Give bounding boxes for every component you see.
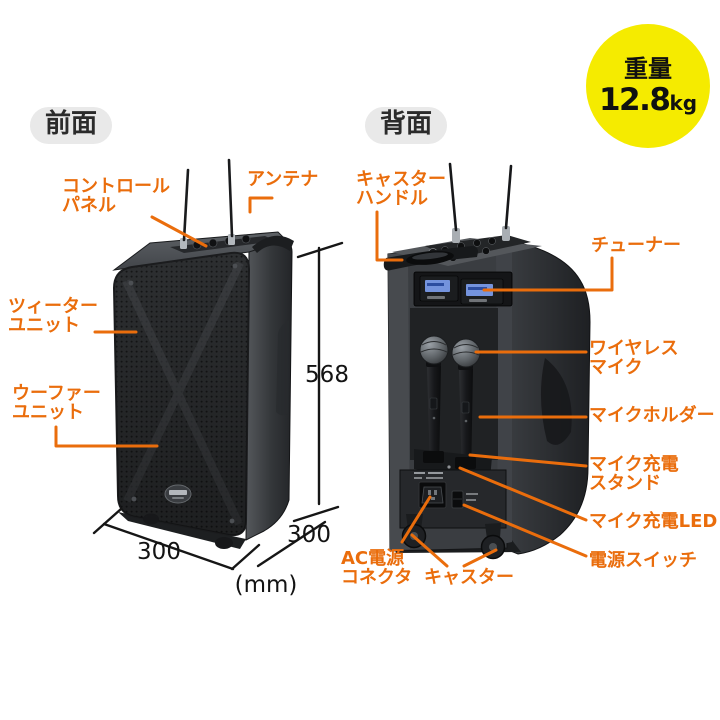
mic-charging-led xyxy=(447,465,451,469)
weight-row: 12.8 kg xyxy=(598,81,698,118)
tuner-displays xyxy=(413,271,513,307)
leader-woofer xyxy=(54,425,159,448)
dimension-lines xyxy=(92,241,344,571)
label-power-switch: 電源スイッチ xyxy=(589,550,697,571)
label-tuner: チューナー xyxy=(591,235,681,256)
label-mic-charging-led: マイク充電LED xyxy=(589,511,718,532)
label-ac-power-connector: AC電源 コネクタ xyxy=(341,548,413,589)
dim-tick xyxy=(230,543,261,571)
brand-logo xyxy=(164,484,192,504)
back-speaker-illustration xyxy=(383,162,591,560)
back-antennas xyxy=(448,162,513,243)
label-mic-holder: マイクホルダー xyxy=(589,405,715,426)
dimension-height: 568 xyxy=(305,362,349,388)
dim-tick xyxy=(292,505,340,523)
grille-screws xyxy=(128,263,238,524)
label-caster-handle: キャスター ハンドル xyxy=(356,169,446,210)
leader-ac-connector xyxy=(400,495,432,544)
front-feet xyxy=(143,513,233,549)
dim-tick xyxy=(92,507,123,535)
front-carry-handle xyxy=(252,235,294,253)
dim-tick xyxy=(296,241,344,259)
leader-tuner xyxy=(482,256,614,292)
label-antenna: アンテナ xyxy=(247,169,319,190)
leader-mic-charging-stand xyxy=(468,453,588,468)
label-mic-charging-stand: マイク充電 スタンド xyxy=(589,454,679,495)
front-speaker-illustration xyxy=(112,158,294,549)
label-woofer-unit: ウーファー ユニット xyxy=(12,383,101,424)
label-wireless-mic: ワイヤレス マイク xyxy=(589,338,679,379)
wireless-mics xyxy=(419,335,481,478)
front-antennas xyxy=(180,158,235,249)
dimension-unit: (mm) xyxy=(234,572,298,598)
label-caster: キャスター xyxy=(424,567,514,588)
label-tweeter-unit: ツィーター ユニット xyxy=(8,296,98,337)
caster-handle-bar xyxy=(383,246,478,271)
front-view-tag: 前面 xyxy=(30,107,113,144)
depth-dim-line xyxy=(256,520,327,568)
width-dim-line xyxy=(102,522,235,571)
ac-inlet xyxy=(418,481,447,509)
back-view-tag: 背面 xyxy=(365,107,448,144)
mic-recess xyxy=(410,308,498,460)
leader-caster-left xyxy=(410,533,449,568)
leader-mic-charging-led xyxy=(458,466,588,522)
label-control-panel: コントロール パネル xyxy=(62,176,170,217)
leader-control-panel xyxy=(150,215,208,248)
power-switch-control xyxy=(451,490,478,509)
weight-unit: kg xyxy=(669,90,698,115)
leader-caster-handle xyxy=(375,210,404,262)
leader-antenna xyxy=(248,196,274,214)
leader-caster-right xyxy=(462,548,498,568)
dimension-width: 300 xyxy=(137,539,181,565)
dimension-depth: 300 xyxy=(287,522,331,548)
weight-value: 12.8 xyxy=(598,81,671,118)
leader-lines xyxy=(54,196,614,568)
weight-title: 重量 xyxy=(624,55,672,84)
leader-power-switch xyxy=(462,503,588,558)
weight-badge: 重量 12.8 kg xyxy=(586,24,710,148)
